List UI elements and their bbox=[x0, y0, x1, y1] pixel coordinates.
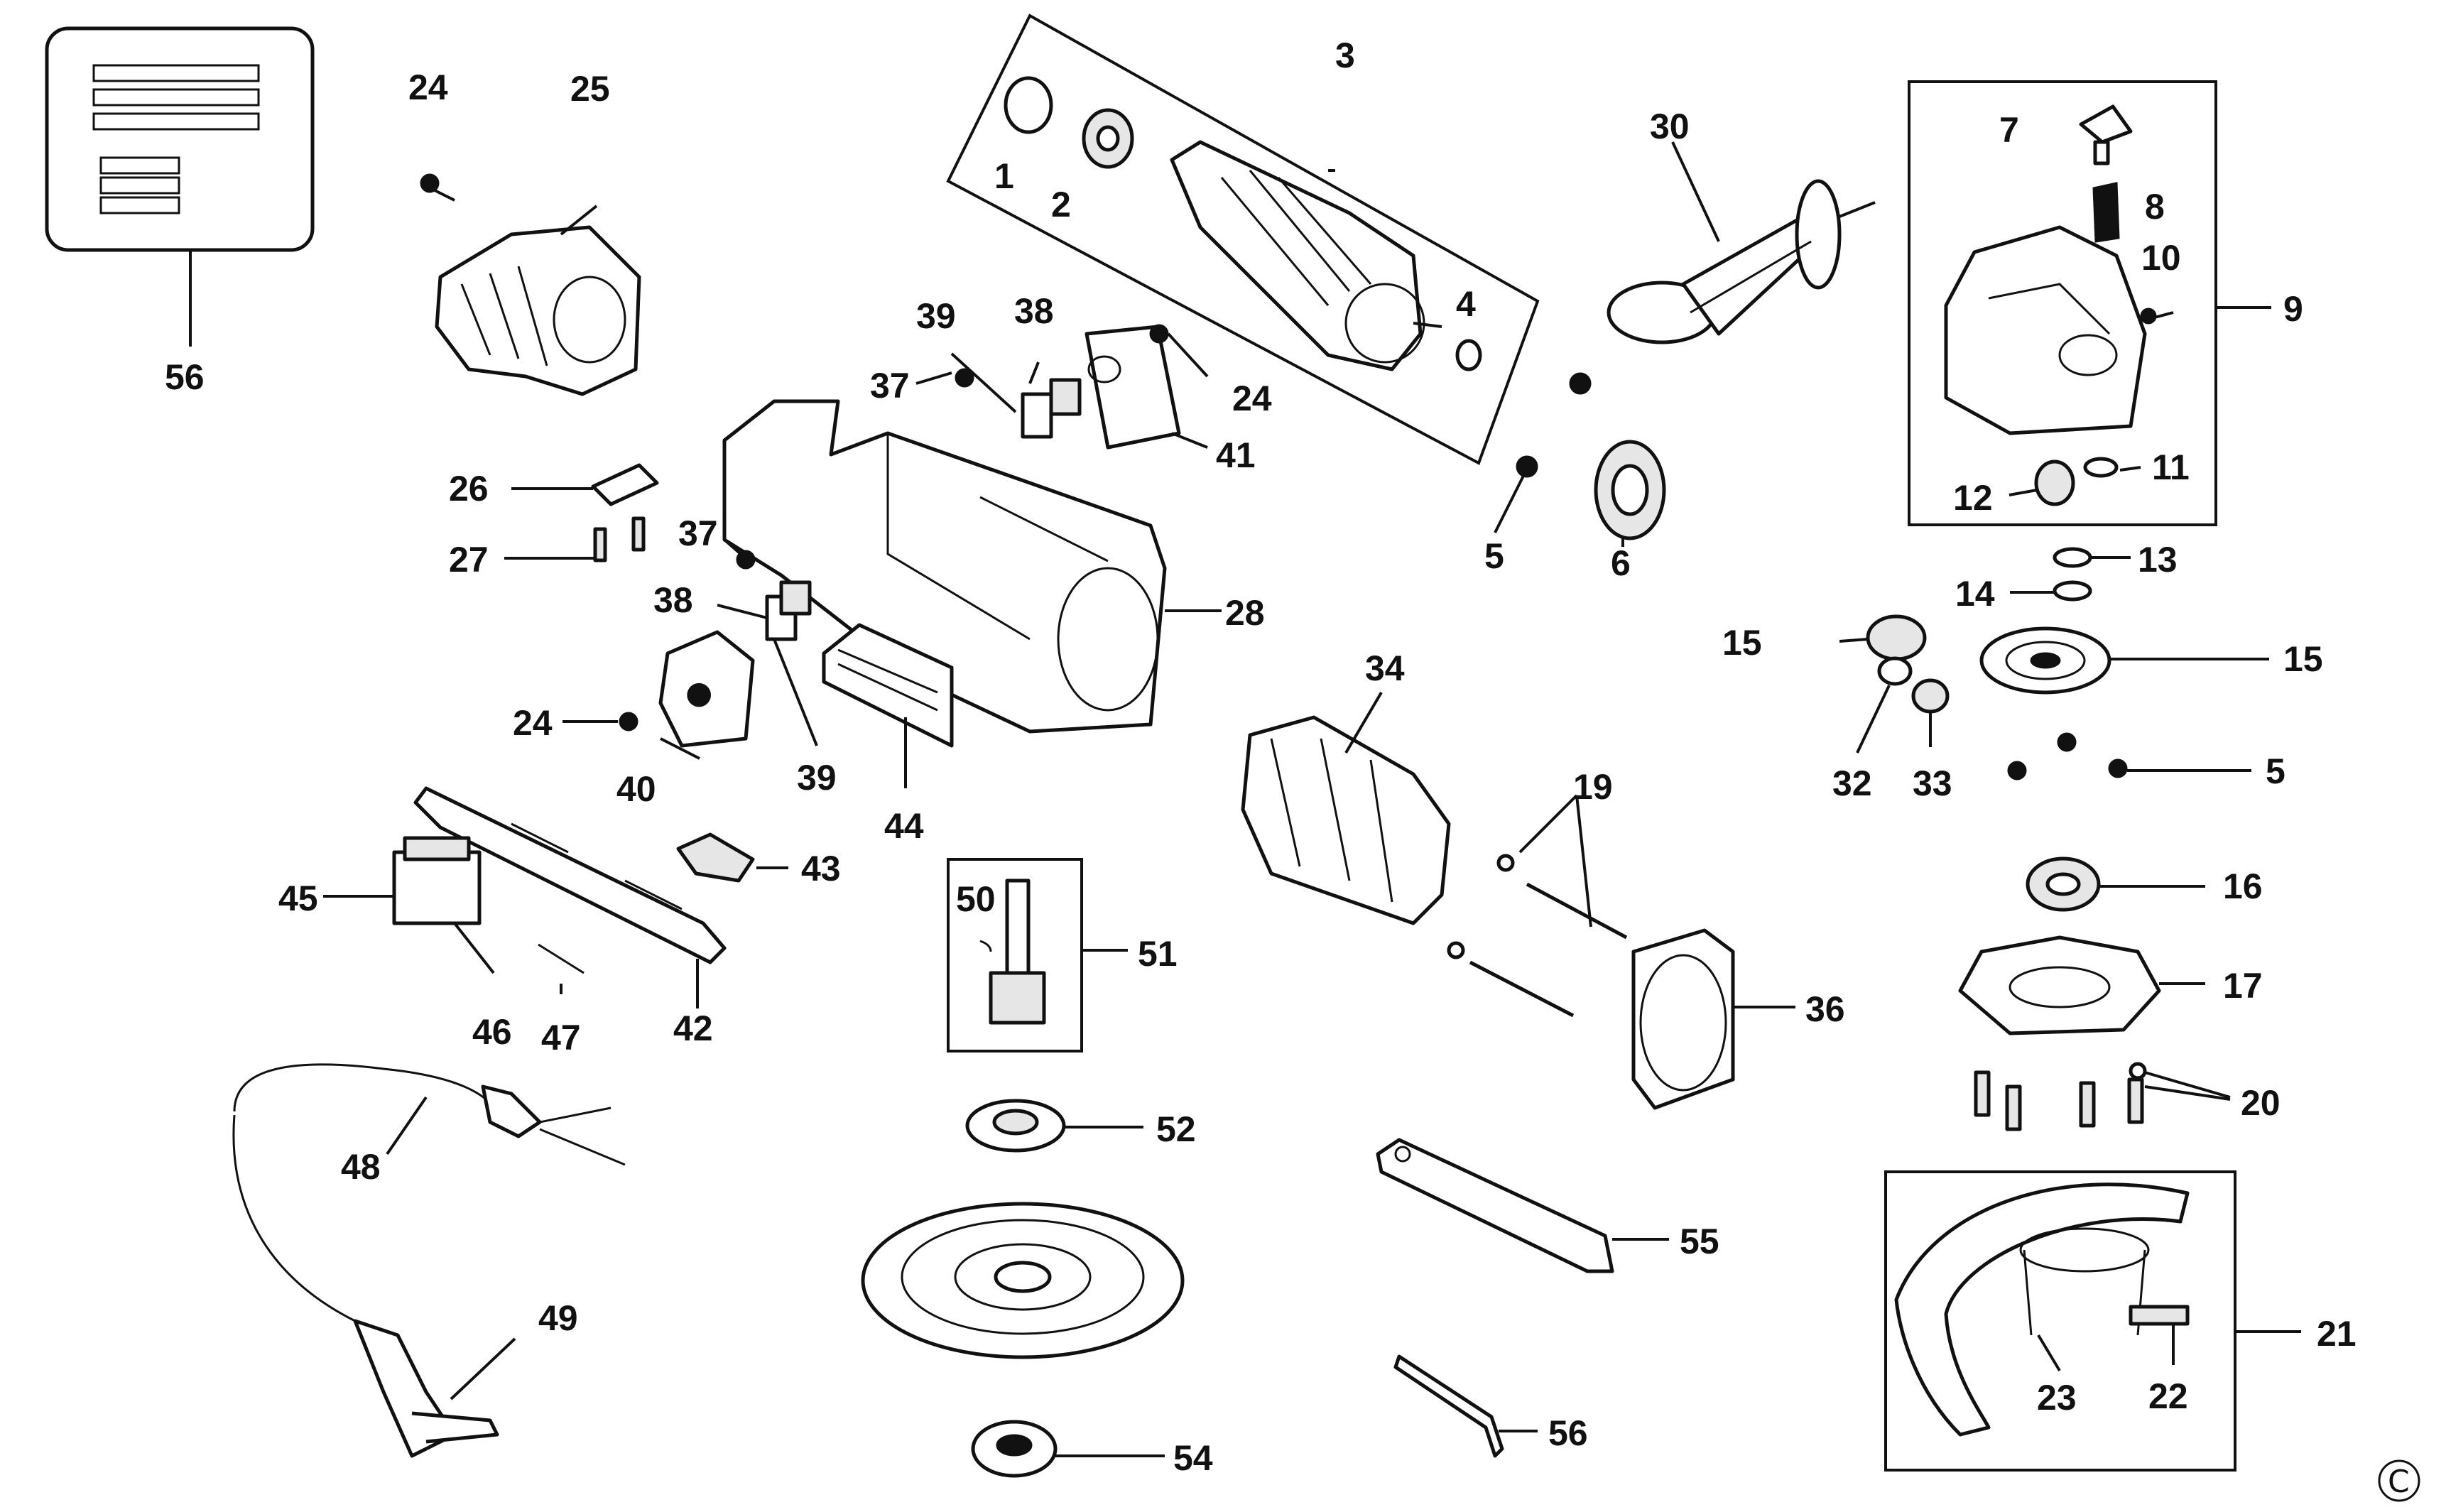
part-32-33-nuts bbox=[1856, 656, 2251, 781]
part-number-labels: 1 2 3 4 5 5 6 7 8 9 10 11 12 13 14 15 15… bbox=[165, 36, 2357, 1478]
part-5-6-bearing bbox=[1494, 372, 1666, 547]
label-p2: 2 bbox=[1051, 185, 1071, 224]
label-p38a: 38 bbox=[1014, 291, 1054, 331]
label-p34: 34 bbox=[1365, 648, 1405, 688]
part-37-40-lower-brushes: ● bbox=[562, 538, 818, 760]
label-p45: 45 bbox=[278, 879, 318, 918]
label-p25: 25 bbox=[570, 69, 610, 109]
part-34-36-stator bbox=[1241, 691, 1795, 1110]
label-p3: 3 bbox=[1335, 36, 1355, 75]
part-26-27-clamp bbox=[504, 463, 659, 562]
label-p4: 4 bbox=[1456, 284, 1476, 324]
part-37-41-upper-brushes bbox=[915, 324, 1209, 450]
label-p24a: 24 bbox=[408, 67, 448, 107]
copyright-text: C bbox=[2388, 1464, 2410, 1500]
label-p28: 28 bbox=[1225, 593, 1265, 633]
label-p10: 10 bbox=[2141, 238, 2181, 278]
part-13-15-gears bbox=[1839, 547, 2269, 695]
label-p9: 9 bbox=[2283, 289, 2303, 329]
label-p24c: 24 bbox=[513, 703, 553, 743]
part-56-nameplate bbox=[45, 26, 315, 347]
label-p39a: 39 bbox=[916, 296, 956, 336]
label-p23: 23 bbox=[2037, 1378, 2077, 1418]
label-p56a: 56 bbox=[165, 357, 205, 397]
label-p17: 17 bbox=[2223, 966, 2263, 1006]
part-21-guard bbox=[1884, 1170, 2301, 1472]
svg-text:●: ● bbox=[685, 675, 712, 711]
part-28-motor-housing bbox=[722, 399, 1222, 734]
label-p16: 16 bbox=[2223, 866, 2263, 906]
label-p13: 13 bbox=[2138, 540, 2178, 580]
label-p51: 51 bbox=[1138, 934, 1178, 974]
label-p27: 27 bbox=[449, 540, 489, 580]
part-44-rating-label bbox=[822, 623, 954, 788]
label-p36: 36 bbox=[1805, 989, 1845, 1029]
label-p48: 48 bbox=[341, 1147, 381, 1187]
label-p8: 8 bbox=[2145, 187, 2165, 227]
label-p33: 33 bbox=[1913, 763, 1952, 803]
label-p52: 52 bbox=[1156, 1109, 1196, 1149]
label-p22: 22 bbox=[2148, 1376, 2188, 1416]
label-p55: 55 bbox=[1680, 1222, 1719, 1261]
label-p42: 42 bbox=[673, 1008, 713, 1048]
part-42-47-switch bbox=[323, 786, 788, 1008]
part-25-rear-cover bbox=[420, 173, 641, 396]
label-p44: 44 bbox=[884, 806, 924, 846]
label-p26: 26 bbox=[449, 469, 489, 508]
label-p49: 49 bbox=[538, 1298, 578, 1338]
label-p39b: 39 bbox=[797, 758, 837, 798]
part-30-side-handle bbox=[1607, 141, 1876, 344]
part-52-54-wheel bbox=[861, 1099, 1185, 1478]
label-p7: 7 bbox=[1999, 110, 2019, 150]
label-p43: 43 bbox=[801, 849, 841, 888]
label-p15a: 15 bbox=[1722, 623, 1762, 663]
label-p5b: 5 bbox=[2266, 751, 2285, 791]
part-3-armature bbox=[946, 13, 1540, 465]
label-p20: 20 bbox=[2241, 1083, 2281, 1123]
label-p1: 1 bbox=[994, 156, 1014, 196]
label-p14: 14 bbox=[1955, 574, 1995, 614]
label-p24b: 24 bbox=[1232, 379, 1272, 418]
label-p37a: 37 bbox=[870, 366, 910, 406]
label-p30: 30 bbox=[1650, 107, 1690, 146]
label-p37b: 37 bbox=[678, 513, 718, 553]
label-p11: 11 bbox=[2152, 447, 2190, 487]
label-p12: 12 bbox=[1953, 478, 1993, 518]
part-20-screws bbox=[1974, 1062, 2231, 1131]
label-p19: 19 bbox=[1573, 767, 1613, 807]
label-p54: 54 bbox=[1173, 1438, 1213, 1478]
label-p6: 6 bbox=[1611, 543, 1631, 583]
part-55-56-tools bbox=[1376, 1138, 1669, 1458]
part-16-17-flange bbox=[1958, 856, 2205, 1035]
label-p46: 46 bbox=[472, 1012, 512, 1052]
label-p21: 21 bbox=[2317, 1314, 2357, 1354]
label-p41: 41 bbox=[1216, 435, 1256, 475]
label-p56b: 56 bbox=[1548, 1413, 1588, 1453]
label-p5a: 5 bbox=[1484, 536, 1504, 576]
label-p32: 32 bbox=[1832, 763, 1872, 803]
label-p38b: 38 bbox=[653, 580, 693, 620]
label-p47: 47 bbox=[541, 1018, 581, 1057]
part-50-51-spindle bbox=[947, 858, 1128, 1053]
part-9-gear-case bbox=[1908, 80, 2271, 526]
part-48-49-power-cord bbox=[232, 1063, 626, 1458]
label-p40: 40 bbox=[616, 769, 656, 809]
label-p15b: 15 bbox=[2283, 639, 2323, 679]
label-p50: 50 bbox=[956, 879, 996, 919]
copyright-mark: C bbox=[2378, 1459, 2420, 1502]
